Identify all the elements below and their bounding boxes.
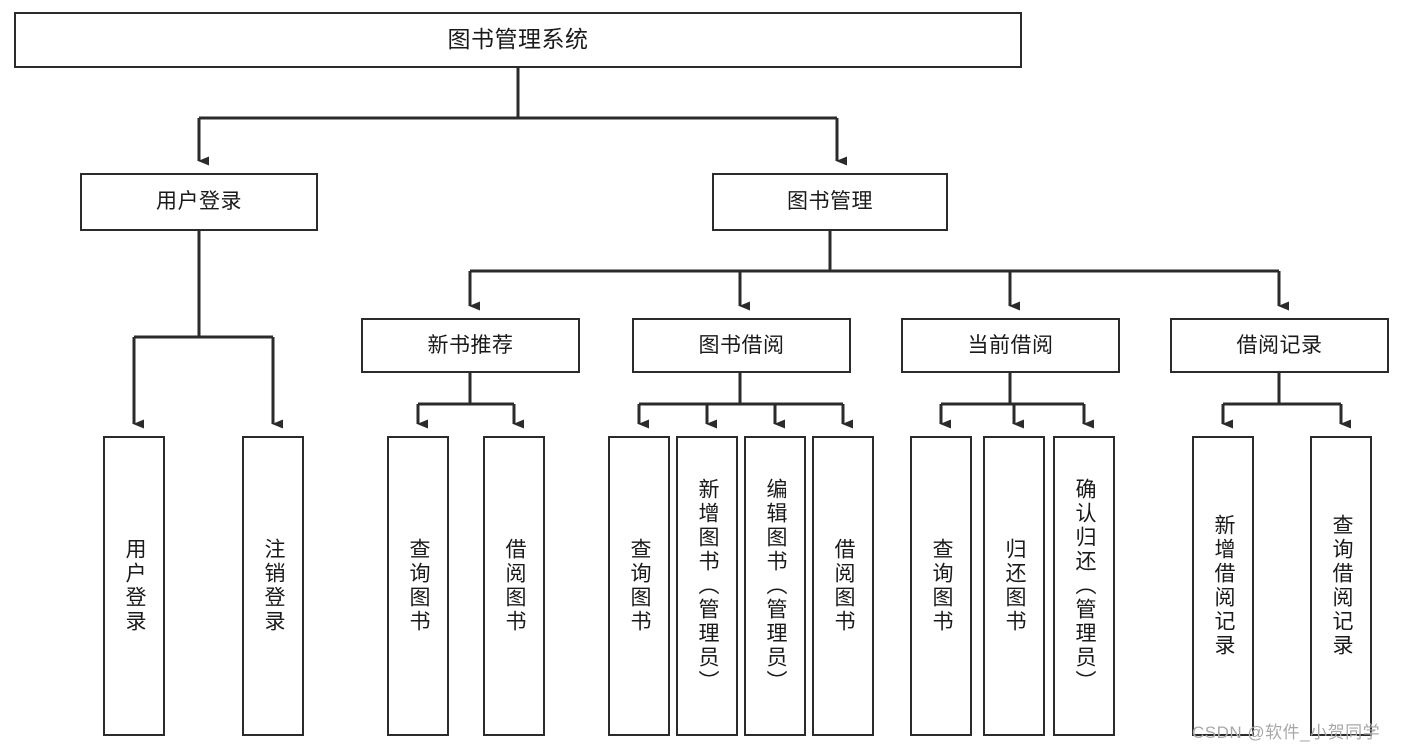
node-leaf-add-record-label: 新增借阅记录 (1212, 514, 1236, 658)
node-leaf-query-record[interactable]: 查询借阅记录 (1310, 436, 1372, 736)
node-leaf-edit-book[interactable]: 编辑图书（管理员） (744, 436, 806, 736)
node-root[interactable]: 图书管理系统 (14, 12, 1022, 68)
node-leaf-confirm-return-label: 确认归还（管理员） (1073, 478, 1097, 694)
node-leaf-query-book-3-label: 查询图书 (930, 538, 954, 634)
node-root-label: 图书管理系统 (447, 26, 589, 53)
node-leaf-add-book-label: 新增图书（管理员） (696, 478, 720, 694)
node-leaf-return-book-label: 归还图书 (1003, 538, 1027, 634)
node-leaf-return-book[interactable]: 归还图书 (983, 436, 1045, 736)
node-borrow-record-label: 借阅记录 (1236, 333, 1323, 357)
node-leaf-query-book-1[interactable]: 查询图书 (387, 436, 449, 736)
node-leaf-add-book[interactable]: 新增图书（管理员） (676, 436, 738, 736)
node-leaf-query-record-label: 查询借阅记录 (1330, 514, 1354, 658)
node-leaf-query-book-1-label: 查询图书 (407, 538, 431, 634)
node-leaf-query-book-2-label: 查询图书 (628, 538, 652, 634)
node-book-borrow-label: 图书借阅 (698, 333, 785, 357)
node-leaf-edit-book-label: 编辑图书（管理员） (764, 478, 788, 694)
node-leaf-logout[interactable]: 注销登录 (242, 436, 304, 736)
node-user-login[interactable]: 用户登录 (80, 173, 318, 231)
node-new-book-recommend-label: 新书推荐 (427, 333, 514, 357)
node-leaf-borrow-book-1-label: 借阅图书 (503, 538, 527, 634)
node-leaf-query-book-3[interactable]: 查询图书 (910, 436, 972, 736)
node-leaf-query-book-2[interactable]: 查询图书 (608, 436, 670, 736)
node-new-book-recommend[interactable]: 新书推荐 (361, 318, 580, 373)
node-book-manage-label: 图书管理 (787, 190, 873, 214)
node-leaf-user-login-label: 用户登录 (123, 538, 147, 634)
node-current-borrow[interactable]: 当前借阅 (901, 318, 1120, 373)
node-leaf-user-login[interactable]: 用户登录 (103, 436, 165, 736)
node-leaf-borrow-book-1[interactable]: 借阅图书 (483, 436, 545, 736)
node-borrow-record[interactable]: 借阅记录 (1170, 318, 1389, 373)
node-leaf-borrow-book-2-label: 借阅图书 (832, 538, 856, 634)
node-leaf-add-record[interactable]: 新增借阅记录 (1192, 436, 1254, 736)
node-leaf-logout-label: 注销登录 (262, 538, 286, 634)
node-leaf-confirm-return[interactable]: 确认归还（管理员） (1053, 436, 1115, 736)
node-book-borrow[interactable]: 图书借阅 (632, 318, 851, 373)
node-user-login-label: 用户登录 (156, 190, 242, 214)
node-current-borrow-label: 当前借阅 (967, 333, 1054, 357)
node-leaf-borrow-book-2[interactable]: 借阅图书 (812, 436, 874, 736)
node-book-manage[interactable]: 图书管理 (712, 173, 948, 231)
